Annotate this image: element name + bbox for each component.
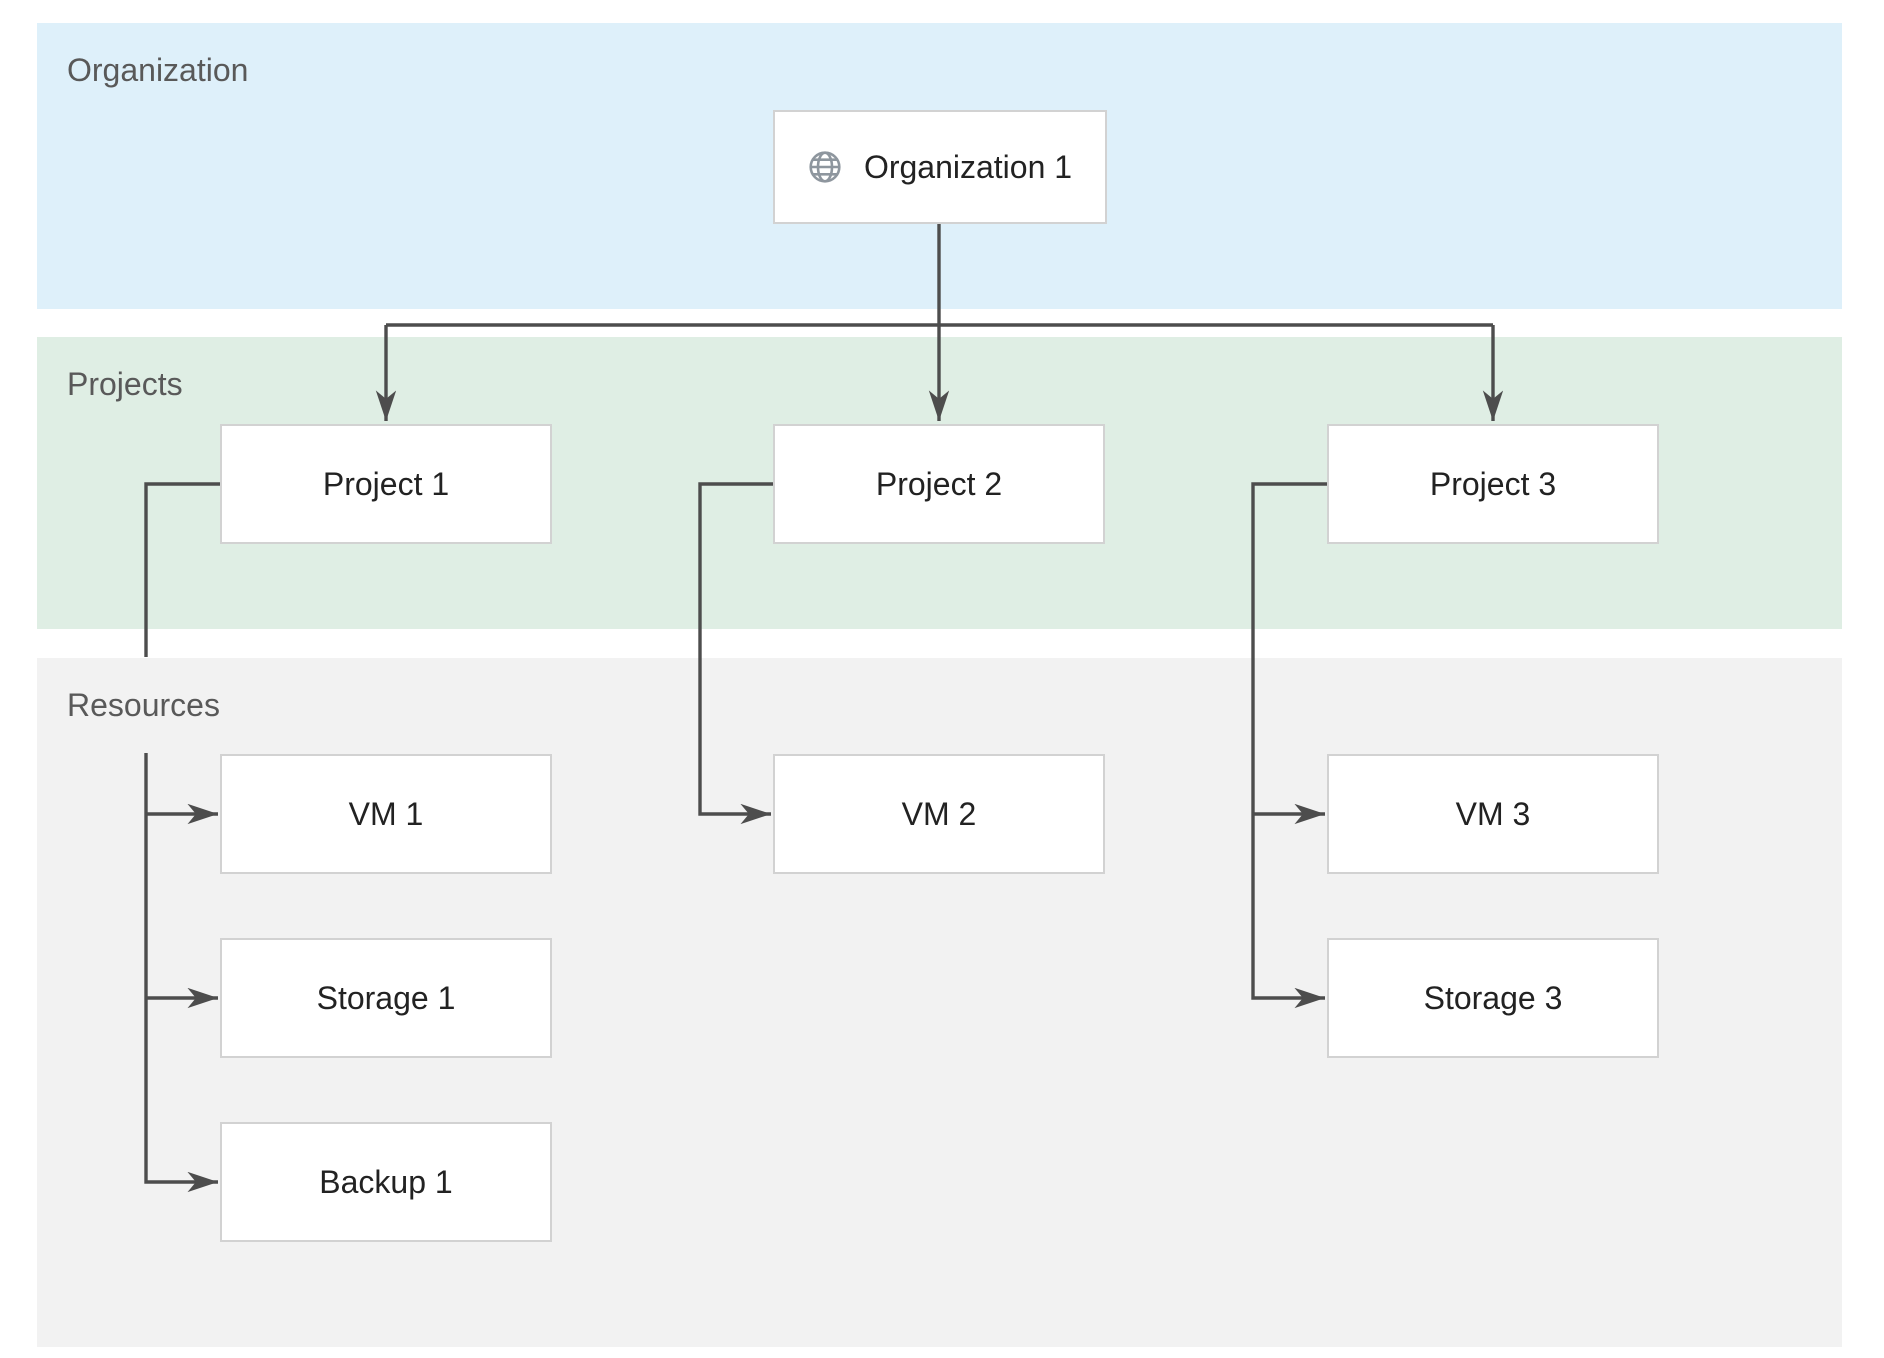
node-vm-1: VM 1	[220, 754, 552, 874]
edge-project2-vm2	[698, 482, 773, 825]
node-project-1: Project 1	[220, 424, 552, 544]
node-label: Backup 1	[319, 1163, 453, 1200]
node-label: Project 3	[1429, 465, 1557, 502]
node-backup-1: Backup 1	[220, 1122, 552, 1242]
edge-project3-storage3	[1251, 482, 1327, 1009]
band-label-projects: Projects	[67, 366, 183, 402]
node-label: VM 1	[348, 795, 424, 832]
band-label-organization: Organization	[67, 52, 249, 88]
node-project-2: Project 2	[773, 424, 1105, 544]
node-label: Organization 1	[863, 148, 1073, 185]
edge-project1-rail-top	[144, 482, 220, 657]
node-vm-2: VM 2	[773, 754, 1105, 874]
node-organization-1: Organization 1	[773, 110, 1107, 224]
node-vm-3: VM 3	[1327, 754, 1659, 874]
band-label-resources: Resources	[67, 687, 220, 723]
globe-icon	[809, 151, 841, 183]
node-label: Project 1	[322, 465, 450, 502]
node-label: VM 2	[901, 795, 977, 832]
node-project-3: Project 3	[1327, 424, 1659, 544]
node-storage-3: Storage 3	[1327, 938, 1659, 1058]
node-label: Storage 3	[1423, 979, 1563, 1016]
node-label: Storage 1	[316, 979, 456, 1016]
edge-project1-backup1	[144, 753, 218, 1193]
node-storage-1: Storage 1	[220, 938, 552, 1058]
node-label: VM 3	[1455, 795, 1531, 832]
node-label: Project 2	[875, 465, 1003, 502]
